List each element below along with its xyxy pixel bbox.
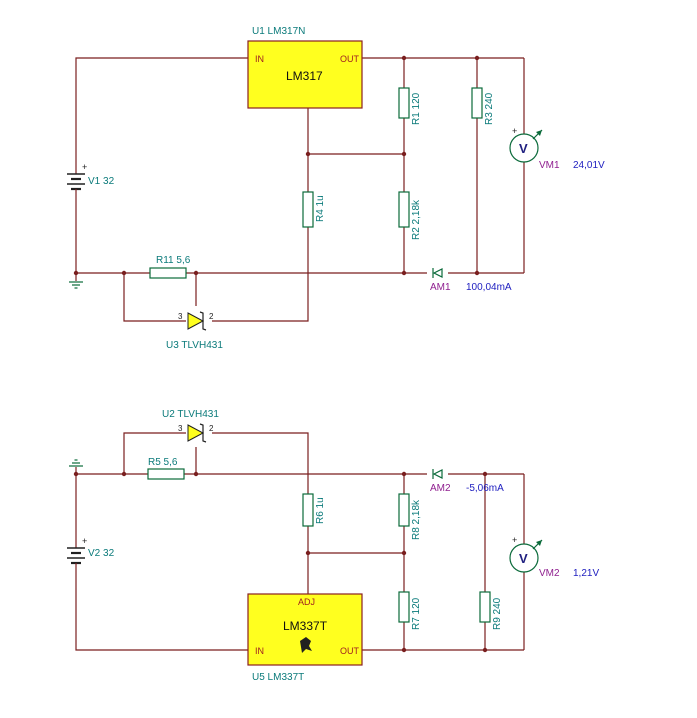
resistor-r2[interactable]: R2 2,18k <box>398 191 422 240</box>
voltmeter-vm1[interactable]: V + VM1 24,01V <box>509 126 605 171</box>
resistor-r9[interactable]: R9 240 <box>479 591 503 630</box>
voltmeter-vm2-symbol: V <box>519 551 528 566</box>
ammeter-am2[interactable]: AM2 -5,06mA <box>430 469 504 494</box>
junction-dot <box>401 270 407 276</box>
resistor-r7-label: R7 120 <box>411 597 422 630</box>
battery-plus-sign: + <box>82 162 87 172</box>
junction-dot <box>401 151 407 157</box>
voltmeter-vm1-label: VM1 <box>539 160 560 171</box>
junction-dot <box>474 270 480 276</box>
resistor-r11[interactable]: R11 5,6 <box>149 255 191 279</box>
bottom-junctions <box>73 471 488 653</box>
ammeter-am2-label: AM2 <box>430 483 451 494</box>
pin-in-label: IN <box>255 54 264 64</box>
junction-dot <box>482 471 488 477</box>
shunt-u3-pin2: 2 <box>209 312 214 321</box>
regulator-u5[interactable]: ADJ IN OUT LM337T U5 LM337T <box>247 593 363 683</box>
resistor-r2-label: R2 2,18k <box>411 199 422 240</box>
junction-dot <box>401 647 407 653</box>
shunt-regulator-u2[interactable]: 3 2 U2 TLVH431 <box>162 409 219 443</box>
junction-dot <box>121 471 127 477</box>
regulator-u1-name: LM317 <box>286 69 323 83</box>
junction-dot <box>193 270 199 276</box>
voltmeter-vm2-reading: 1,21V <box>573 568 599 579</box>
voltmeter-vm2[interactable]: V + VM2 1,21V <box>509 535 599 579</box>
resistor-r5[interactable]: R5 5,6 <box>147 457 185 480</box>
shunt-u2-pin3: 3 <box>178 424 183 433</box>
shunt-regulator-u3[interactable]: 3 2 U3 TLVH431 <box>166 311 223 351</box>
junction-dot <box>401 550 407 556</box>
voltmeter-vm1-reading: 24,01V <box>573 160 605 171</box>
shunt-u3-pin3: 3 <box>178 312 183 321</box>
battery-v2[interactable]: + V2 32 <box>67 536 115 588</box>
ammeter-am1-label: AM1 <box>430 282 451 293</box>
junction-dot <box>305 550 311 556</box>
voltmeter-vm2-label: VM2 <box>539 568 560 579</box>
resistor-r6[interactable]: R6 1u <box>302 493 326 527</box>
resistor-r3[interactable]: R3 240 <box>471 87 495 125</box>
junction-dot <box>121 270 127 276</box>
shunt-u2-label: U2 TLVH431 <box>162 409 219 420</box>
voltmeter-vm1-symbol: V <box>519 141 528 156</box>
bottom-wires <box>75 432 525 651</box>
junction-dot <box>474 55 480 61</box>
pin-out-label: OUT <box>340 646 360 656</box>
junction-dot <box>401 471 407 477</box>
resistor-r7[interactable]: R7 120 <box>398 591 422 630</box>
regulator-u1-label: U1 LM317N <box>252 26 305 37</box>
manufacturer-logo-icon <box>300 637 312 653</box>
battery-v1[interactable]: + V1 32 <box>67 160 115 208</box>
resistor-r3-label: R3 240 <box>484 92 495 125</box>
voltmeter-vm1-plus: + <box>512 126 517 136</box>
resistor-r8-label: R8 2,18k <box>411 499 422 540</box>
junction-dot <box>305 151 311 157</box>
voltmeter-vm2-plus: + <box>512 535 517 545</box>
resistor-r11-label: R11 5,6 <box>156 255 191 266</box>
ground-icon <box>69 273 83 289</box>
resistor-r1[interactable]: R1 120 <box>398 87 422 125</box>
regulator-u5-label: U5 LM337T <box>252 672 304 683</box>
regulator-u1[interactable]: IN OUT LM317 U1 LM317N <box>247 26 363 109</box>
ammeter-am1[interactable]: AM1 100,04mA <box>430 268 512 293</box>
resistor-r5-label: R5 5,6 <box>148 457 178 468</box>
resistor-r9-label: R9 240 <box>492 597 503 630</box>
resistor-r4-label: R4 1u <box>315 195 326 222</box>
shunt-u3-label: U3 TLVH431 <box>166 340 223 351</box>
pin-adj-label: ADJ <box>298 597 315 607</box>
ammeter-am2-reading: -5,06mA <box>466 483 504 494</box>
resistor-r1-label: R1 120 <box>411 92 422 125</box>
battery-v2-label: V2 32 <box>88 548 115 559</box>
resistor-r6-label: R6 1u <box>315 497 326 524</box>
resistor-r8[interactable]: R8 2,18k <box>398 493 422 540</box>
pin-out-label: OUT <box>340 54 360 64</box>
junction-dot <box>193 471 199 477</box>
resistor-r4[interactable]: R4 1u <box>302 191 326 228</box>
bottom-circuit: + V2 32 ADJ IN OUT LM337T U5 LM337T R5 5… <box>67 409 599 683</box>
battery-plus-sign: + <box>82 536 87 546</box>
junction-dot <box>482 647 488 653</box>
battery-v1-label: V1 32 <box>88 176 115 187</box>
regulator-u5-name: LM337T <box>283 619 328 633</box>
junction-dot <box>401 55 407 61</box>
ammeter-am1-reading: 100,04mA <box>466 282 512 293</box>
ground-icon <box>69 459 83 474</box>
shunt-u2-pin2: 2 <box>209 424 214 433</box>
top-circuit: + V1 32 IN OUT LM317 U1 LM317N R1 120 R2… <box>67 26 605 351</box>
pin-in-label: IN <box>255 646 264 656</box>
